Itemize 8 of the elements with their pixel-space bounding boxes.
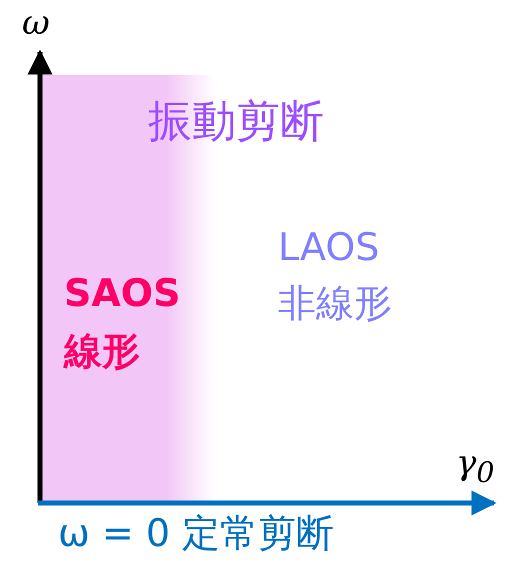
axis-label: γ$_{0}$ xyxy=(456,446,494,488)
axis-label: ω xyxy=(22,6,50,40)
region-label: 非線形 xyxy=(278,284,392,322)
region-label: SAOS xyxy=(64,274,180,312)
axis-caption: ω = 0 定常剪断 xyxy=(58,514,334,552)
region-label: 振動剪断 xyxy=(148,100,324,144)
region-label: LAOS xyxy=(278,228,380,266)
region-label: 線形 xyxy=(64,332,140,370)
